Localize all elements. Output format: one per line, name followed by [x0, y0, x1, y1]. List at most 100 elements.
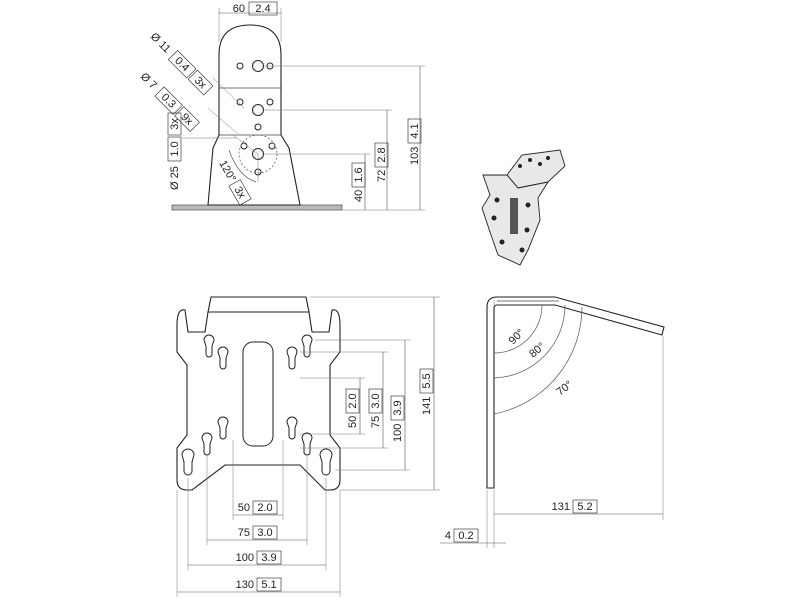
dim-box	[228, 179, 252, 206]
hole-small-1	[236, 62, 244, 70]
label-angle-70: 70°	[554, 379, 575, 399]
callout-height-40: 40 1.6	[351, 162, 366, 202]
label-height-72: 72	[376, 170, 388, 182]
label-vesa-v100: 100	[392, 424, 404, 442]
label-hole-large-in: 0.4	[172, 55, 191, 74]
iso-hole	[538, 162, 542, 166]
dim-box	[390, 395, 405, 421]
iso-hole	[518, 164, 522, 168]
dim-box	[345, 388, 360, 414]
center-slot	[242, 341, 274, 447]
front-view: 50 2.0 75 3.0 100 3.9 141 5.5	[176, 296, 440, 597]
label-thickness-in: 0.2	[458, 530, 473, 542]
dim-box	[256, 577, 282, 592]
dim-box	[167, 136, 182, 162]
angle-arc-80	[493, 304, 566, 379]
iso-hole	[491, 215, 497, 221]
dim-box	[248, 1, 278, 16]
iso-hole	[546, 156, 550, 160]
label-hole-large: Ø 11	[148, 31, 173, 56]
side-view-profile	[486, 296, 665, 489]
dim-box	[453, 528, 479, 543]
dim-box	[407, 118, 422, 144]
label-thickness: 4	[445, 530, 451, 542]
dim-top-width-in: 2.4	[255, 3, 270, 15]
leader-small-hole	[207, 107, 239, 135]
label-circle-qty: 3x	[169, 118, 181, 130]
keyhole-slot	[286, 346, 298, 370]
label-vesa-h50-in: 2.0	[257, 502, 272, 514]
label-plate-height-in: 5.5	[421, 373, 433, 388]
label-hole-small: Ø 7	[138, 71, 159, 92]
label-vesa-h50: 50	[238, 502, 250, 514]
top-view-flange	[207, 24, 301, 206]
label-height-40: 40	[353, 190, 365, 202]
keyhole-slot	[301, 432, 313, 456]
label-vesa-h75: 75	[238, 527, 250, 539]
callout-vesa-v50: 50 2.0	[345, 388, 360, 428]
iso-hole	[524, 227, 530, 233]
label-vesa-v100-in: 3.9	[392, 400, 404, 415]
front-view-top-flange	[207, 296, 310, 313]
label-angle-80: 80°	[527, 340, 547, 360]
top-view-base	[171, 204, 343, 211]
dim-box	[256, 550, 282, 565]
callout-height-72: 72 2.8	[374, 142, 389, 182]
hole-small-4	[266, 98, 274, 106]
top-view: 60 2.4 Ø 11 0.4 3x Ø 7 0.3 9x Ø 25 1.0 3…	[138, 1, 425, 211]
label-vesa-v75: 75	[370, 416, 382, 428]
dim-box	[252, 500, 278, 515]
keyhole-slot	[286, 416, 298, 440]
callout-vesa-v75: 75 3.0	[368, 388, 383, 428]
leader-large-hole	[212, 77, 245, 109]
keyhole-slot	[217, 416, 229, 440]
angle-arc-120	[228, 149, 257, 183]
hole-small-5	[254, 123, 262, 131]
iso-hole	[499, 239, 505, 245]
side-view: 90° 80° 70° 131 5.2 4 0.2	[440, 296, 665, 548]
iso-hole	[519, 247, 525, 253]
dim-box	[351, 162, 366, 188]
angle-line-1	[232, 134, 259, 155]
label-vesa-h100: 100	[236, 552, 254, 564]
keyhole-slot	[201, 432, 213, 456]
label-hole-small-in: 0.3	[159, 91, 178, 110]
label-height-72-in: 2.8	[376, 147, 388, 162]
angle-arc-70	[493, 306, 583, 415]
label-plate-width-in: 5.1	[261, 579, 276, 591]
hole-large-2	[252, 104, 264, 116]
label-circle-dia-in: 1.0	[169, 141, 181, 156]
hole-small-7	[268, 142, 276, 150]
label-plate-height: 141	[421, 397, 433, 415]
dim-box	[167, 50, 197, 79]
keyhole-slot	[217, 346, 229, 370]
isometric-view	[481, 149, 566, 266]
dim-box	[167, 112, 182, 136]
label-depth: 131	[552, 501, 570, 513]
dim-box	[419, 368, 434, 394]
dim-top-width: 60	[233, 3, 245, 15]
label-angle-90: 90°	[507, 327, 527, 347]
dim-box	[368, 388, 383, 414]
dim-box	[252, 525, 278, 540]
callout-large-hole: Ø 11 0.4 3x	[148, 31, 214, 96]
dim-box	[154, 86, 183, 115]
keyhole-slot	[319, 448, 333, 476]
label-depth-in: 5.2	[577, 501, 592, 513]
hole-large-1	[252, 60, 264, 72]
label-hole-large-qty: 3x	[192, 75, 209, 92]
keyhole-slot	[181, 448, 195, 476]
dim-box	[374, 142, 389, 168]
dim-box	[174, 106, 200, 132]
dim-box	[572, 499, 598, 514]
label-plate-width: 130	[236, 579, 254, 591]
label-height-total: 103	[409, 147, 421, 165]
label-vesa-v75-in: 3.0	[370, 393, 382, 408]
hole-small-3	[236, 98, 244, 106]
keyhole-slot	[301, 334, 313, 358]
keyhole-slot	[203, 334, 215, 358]
label-vesa-v50-in: 2.0	[347, 393, 359, 408]
label-height-40-in: 1.6	[353, 167, 365, 182]
dim-box	[187, 69, 214, 96]
iso-hole	[528, 158, 532, 162]
